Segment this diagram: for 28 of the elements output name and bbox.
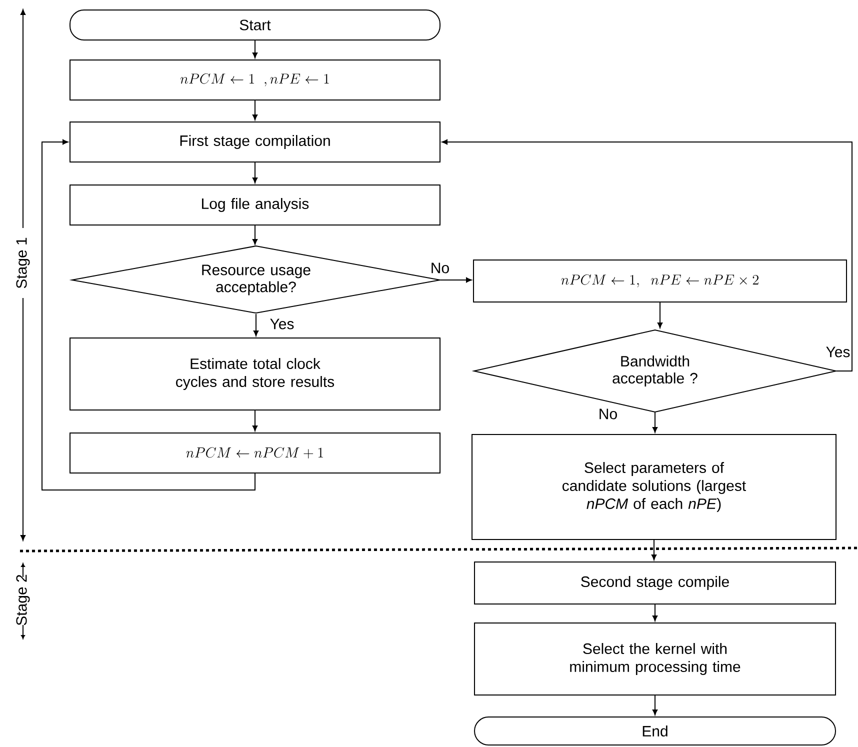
stage-label: Stage 2 bbox=[16, 574, 30, 626]
arrow bbox=[252, 410, 258, 432]
process-box: Select the kernel with minimum processing time bbox=[474, 622, 836, 696]
edge-label: Yes bbox=[268, 318, 296, 330]
arrow bbox=[657, 302, 663, 328]
arrow bbox=[252, 225, 258, 245]
terminal-box: Start bbox=[70, 10, 440, 40]
arrow bbox=[652, 695, 658, 716]
process-box: $nPCM \leftarrow 1,\ \ nPE \leftarrow nPE\times 2$ bbox=[473, 260, 847, 302]
terminal-box: End bbox=[474, 716, 836, 746]
process-box: First stage compilation bbox=[70, 122, 440, 162]
arrow bbox=[252, 40, 258, 58]
stage-label: Stage 1 bbox=[16, 238, 30, 288]
process-box: $nPCM \leftarrow 1\ \ ,nPE \leftarrow 1$ bbox=[70, 60, 440, 100]
process-box: Second stage compile bbox=[474, 562, 836, 604]
arrow bbox=[252, 162, 258, 184]
process-box: Estimate total clock cycles and store results bbox=[70, 338, 440, 410]
arrow bbox=[652, 604, 658, 622]
arrow bbox=[253, 314, 259, 336]
process-box: Select parameters of candidate solutions (largest nPCM of each nPE) bbox=[472, 434, 836, 540]
process-box: Log file analysis bbox=[70, 184, 440, 226]
process-box: $nPCM \leftarrow nPCM + 1$ bbox=[70, 432, 440, 474]
arrow bbox=[651, 540, 657, 560]
arrow bbox=[252, 100, 258, 120]
arrow bbox=[440, 277, 472, 283]
arrow bbox=[42, 139, 256, 490]
arrow bbox=[442, 139, 853, 372]
arrow bbox=[652, 412, 658, 433]
